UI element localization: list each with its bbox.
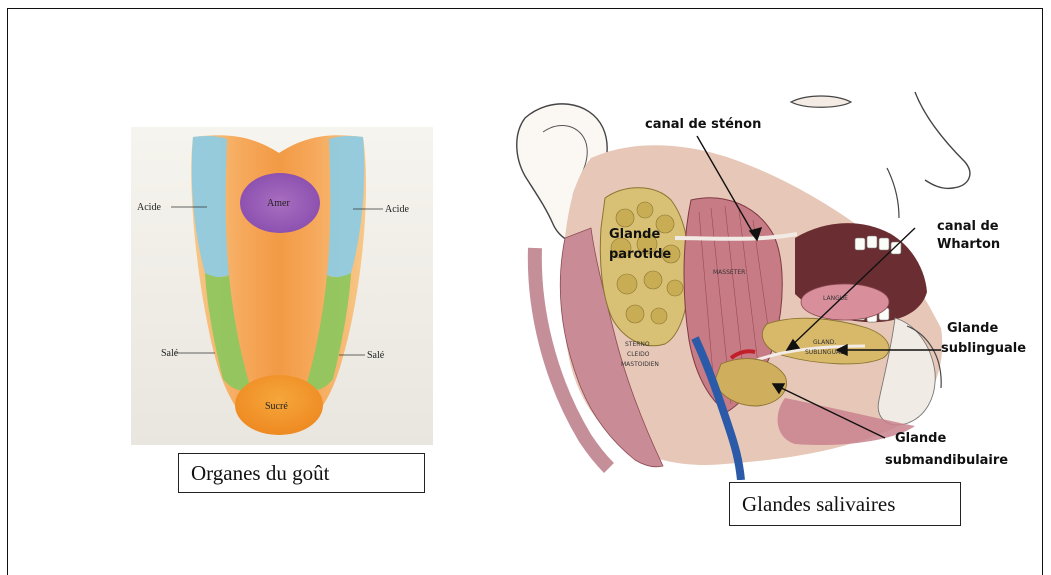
caption-glandes-salivaires: Glandes salivaires: [729, 482, 961, 526]
label-sterno-1: STERNO: [625, 341, 650, 348]
label-sale-right: Salé: [367, 350, 385, 361]
label-glande-submandibulaire-1: Glande: [895, 431, 946, 446]
label-glande-submandibulaire-2: submandibulaire: [885, 453, 1008, 468]
label-sterno-3: MASTOIDIEN: [621, 361, 659, 368]
label-canal-stenon: canal de sténon: [645, 117, 761, 132]
caption-organes-du-gout: Organes du goût: [178, 453, 425, 493]
label-acide-left: Acide: [137, 202, 161, 213]
tongue-panel: Acide Acide Amer Salé Salé Sucré: [131, 127, 433, 445]
label-glande-sublinguale-1: Glande: [947, 321, 998, 336]
label-amer: Amer: [267, 198, 290, 209]
nose-outline: [915, 92, 970, 188]
label-glande-parotide-2: parotide: [609, 247, 671, 262]
label-glande-parotide-1: Glande: [609, 227, 660, 242]
label-glande-sublinguale-2: sublinguale: [941, 341, 1026, 356]
salivary-diagram: MASSETER LANGUE STERNO CLEIDO MASTOIDIEN…: [495, 88, 1043, 480]
label-canal-wharton-2: Wharton: [937, 237, 1000, 252]
tongue-diagram: Acide Acide Amer Salé Salé Sucré: [131, 127, 433, 445]
cheek-line: [887, 168, 899, 218]
label-acide-right: Acide: [385, 204, 409, 215]
label-gland-small-1: GLAND.: [813, 339, 836, 346]
salivary-panel: MASSETER LANGUE STERNO CLEIDO MASTOIDIEN…: [495, 88, 1043, 480]
label-sterno-2: CLEIDO: [627, 351, 650, 358]
label-masseter: MASSETER: [713, 269, 745, 276]
label-sale-left: Salé: [161, 348, 179, 359]
label-sucre: Sucré: [265, 401, 288, 412]
upper-lip: [791, 96, 851, 107]
tongue-in-mouth: [801, 284, 889, 320]
label-canal-wharton-1: canal de: [937, 219, 999, 234]
